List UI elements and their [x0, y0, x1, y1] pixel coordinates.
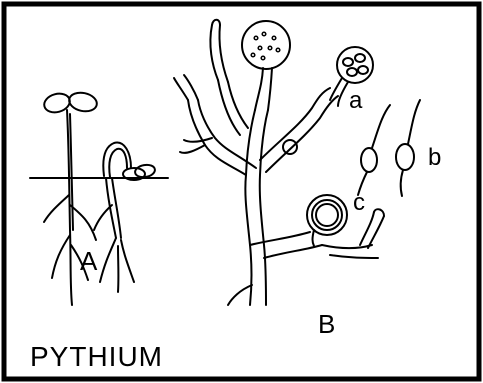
mycelium-panel — [174, 20, 420, 305]
diseased-seedling-icon — [94, 143, 156, 292]
figure-frame — [4, 4, 479, 379]
structure-label-c: c — [353, 189, 365, 216]
structure-label-b: b — [428, 144, 441, 171]
panel-a-label: A — [80, 246, 98, 276]
sporangium-icon — [242, 21, 290, 69]
oospore-icon — [307, 195, 347, 246]
seedling-panel — [30, 90, 168, 305]
panel-b-label: B — [318, 309, 335, 339]
zoospores-icon — [358, 100, 420, 196]
figure-title: PYTHIUM — [30, 341, 163, 372]
structure-label-a: a — [349, 87, 363, 114]
